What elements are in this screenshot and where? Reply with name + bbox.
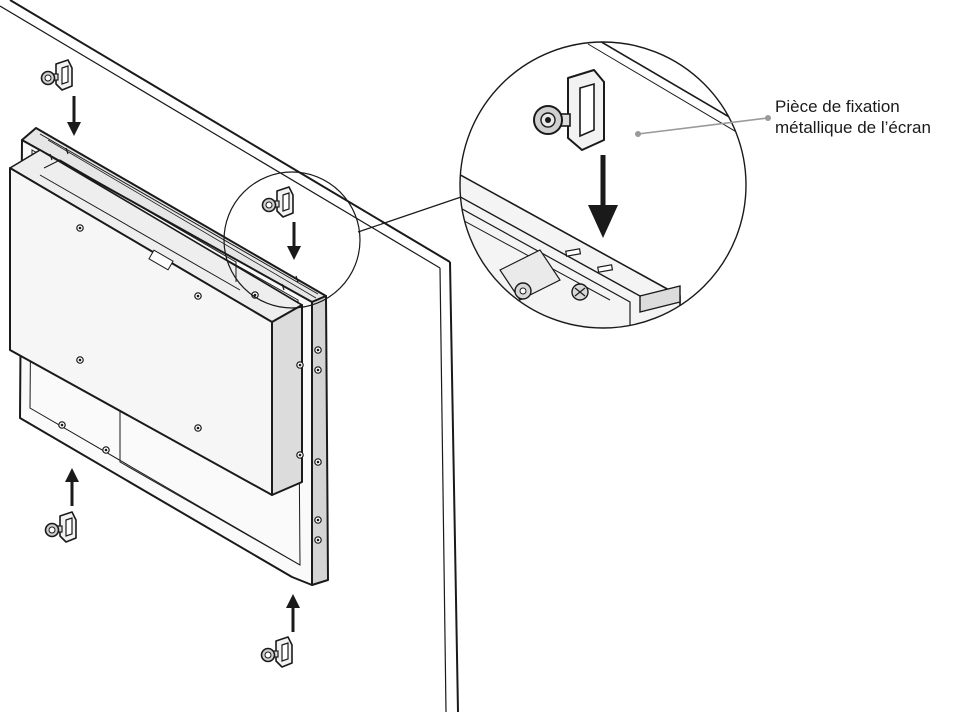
- arrow-icon: [65, 468, 79, 506]
- clip-bottom-left: [44, 468, 79, 543]
- clip-top-left: [40, 59, 81, 136]
- screw-hole-icon: [314, 516, 322, 524]
- mounting-clip-icon: [260, 636, 293, 668]
- screw-hole-icon: [194, 292, 202, 300]
- arrow-icon: [287, 222, 301, 260]
- arrow-icon: [286, 594, 300, 632]
- screw-hole-icon: [314, 366, 322, 374]
- monitor: [9, 127, 329, 586]
- screw-hole-icon: [296, 451, 304, 459]
- callout-line-1: Pièce de fixation: [775, 97, 900, 116]
- clip-bottom-right: [260, 594, 300, 668]
- callout-label: Pièce de fixation métallique de l’écran: [775, 96, 931, 138]
- screw-hole-icon: [194, 424, 202, 432]
- clip-top-right: [261, 186, 301, 260]
- screw-hole-icon: [76, 356, 84, 364]
- wall-panel: [0, 0, 459, 712]
- zoom-detail: [459, 41, 747, 329]
- screw-hole-icon: [296, 361, 304, 369]
- screw-hole-icon: [76, 224, 84, 232]
- screw-hole-icon: [314, 346, 322, 354]
- connector-line: [357, 195, 465, 233]
- arrow-icon: [588, 155, 618, 238]
- mounting-clip-icon: [44, 511, 77, 543]
- magnify-source-circle: [223, 171, 361, 309]
- screw-hole-icon: [314, 458, 322, 466]
- mounting-clip-icon: [261, 186, 294, 218]
- callout-leader: [635, 115, 771, 137]
- callout-line-2: métallique de l’écran: [775, 118, 931, 137]
- mounting-clip-icon: [40, 59, 73, 91]
- screw-hole-icon: [102, 446, 110, 454]
- screw-hole-icon: [314, 536, 322, 544]
- arrow-icon: [67, 96, 81, 136]
- screw-hole-icon: [58, 421, 66, 429]
